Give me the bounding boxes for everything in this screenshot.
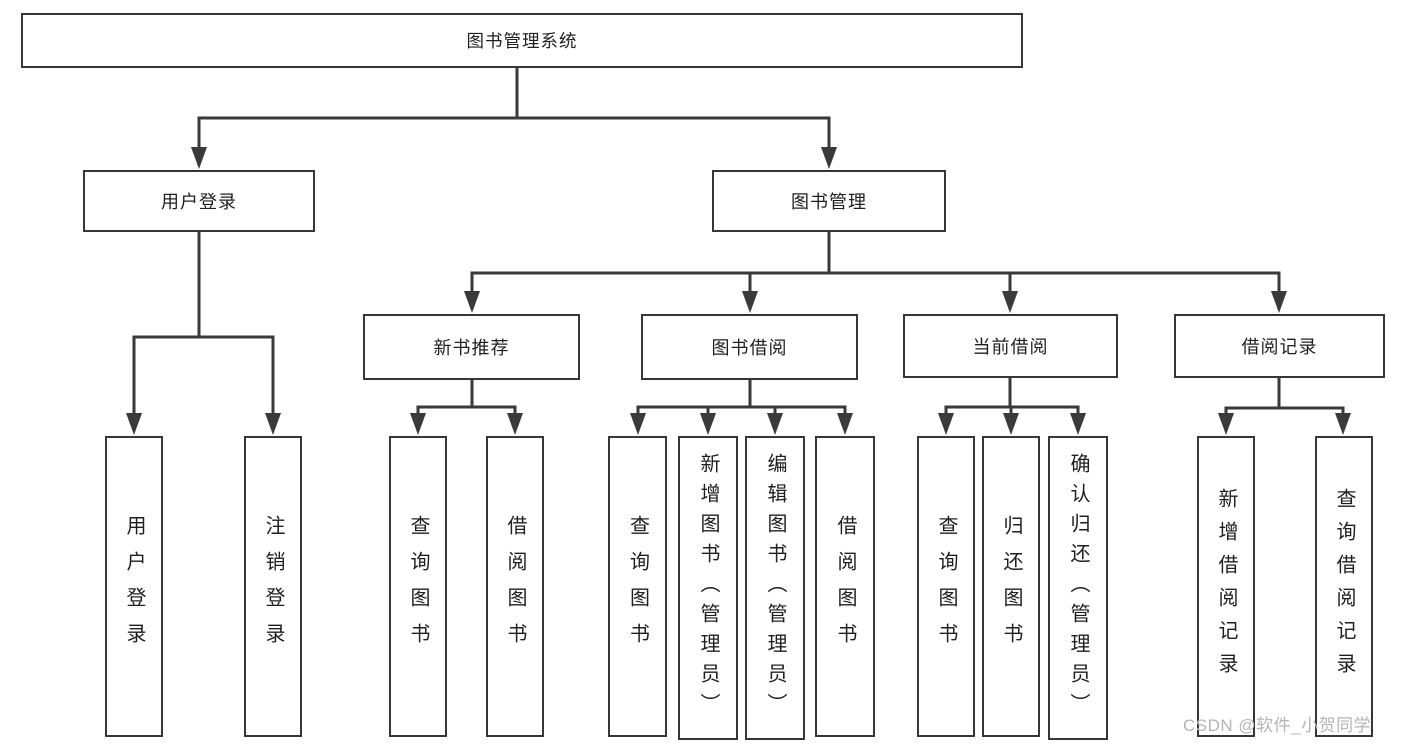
leaf-logout: 注销登录 — [244, 436, 302, 737]
arrowhead — [410, 413, 426, 435]
node-current-borrow: 当前借阅 — [903, 314, 1118, 378]
arrowhead — [1271, 291, 1287, 313]
arrowhead — [1335, 413, 1351, 435]
arrowheads — [126, 147, 1351, 435]
leaf-add-borrow-record-label: 新增借阅记录 — [1215, 487, 1237, 686]
leaf-confirm-return-admin-label: 确认归还（管理员） — [1067, 453, 1089, 723]
arrowhead — [126, 413, 142, 435]
arrowhead — [767, 413, 783, 435]
leaf-add-borrow-record: 新增借阅记录 — [1197, 436, 1255, 737]
leaf-add-book-admin-label: 新增图书（管理员） — [697, 453, 719, 723]
node-root: 图书管理系统 — [21, 13, 1023, 68]
leaf-borrow-book-label: 借阅图书 — [834, 514, 856, 659]
arrowhead — [265, 413, 281, 435]
node-borrow-records: 借阅记录 — [1174, 314, 1385, 378]
leaf-return-book: 归还图书 — [982, 436, 1040, 737]
edge-root-to-level2 — [197, 68, 831, 152]
edge-bookborrow-to-leaves — [636, 379, 847, 418]
node-book-borrow: 图书借阅 — [641, 314, 858, 380]
leaf-borrow-book-recommend: 借阅图书 — [486, 436, 544, 737]
leaf-user-login-label: 用户登录 — [123, 514, 145, 659]
arrowhead — [464, 291, 480, 313]
arrowhead — [191, 147, 207, 169]
node-new-book-recommend: 新书推荐 — [363, 314, 580, 380]
arrowhead — [700, 413, 716, 435]
edge-newbookrec-to-leaves — [416, 379, 517, 418]
leaf-logout-label: 注销登录 — [262, 514, 284, 659]
leaf-query-book-borrow-label: 查询图书 — [626, 514, 649, 659]
node-user-login: 用户登录 — [83, 170, 315, 232]
edge-borrowrecords-to-leaves — [1224, 377, 1345, 418]
arrowhead — [1070, 413, 1086, 435]
edge-userlogin-to-leaves — [132, 231, 275, 418]
arrowhead — [507, 413, 523, 435]
leaf-borrow-book-recommend-label: 借阅图书 — [504, 514, 526, 659]
leaf-query-book-borrow: 查询图书 — [608, 436, 667, 737]
csdn-watermark: CSDN @软件_小贺同学 — [1183, 716, 1372, 735]
arrowhead — [1218, 413, 1234, 435]
node-book-borrow-label: 图书借阅 — [711, 338, 788, 358]
leaf-return-book-label: 归还图书 — [1000, 514, 1022, 659]
leaf-query-book-current-label: 查询图书 — [935, 514, 957, 659]
leaf-edit-book-admin-label: 编辑图书（管理员） — [764, 453, 786, 723]
leaf-query-book-recommend-label: 查询图书 — [407, 514, 429, 659]
leaf-query-borrow-record-label: 查询借阅记录 — [1333, 487, 1355, 686]
arrowhead — [837, 413, 853, 435]
arrowhead — [742, 291, 758, 313]
leaf-query-book-recommend: 查询图书 — [389, 436, 447, 737]
leaf-borrow-book: 借阅图书 — [815, 436, 875, 737]
leaf-user-login: 用户登录 — [105, 436, 163, 737]
arrowhead — [1002, 291, 1018, 313]
node-user-login-label: 用户登录 — [161, 192, 237, 212]
node-borrow-records-label: 借阅记录 — [1241, 337, 1318, 357]
node-book-management: 图书管理 — [712, 170, 946, 232]
edge-bookmgmt-to-level3 — [470, 232, 1281, 296]
leaf-confirm-return-admin: 确认归还（管理员） — [1048, 436, 1108, 740]
leaf-add-book-admin: 新增图书（管理员） — [678, 436, 738, 740]
node-book-management-label: 图书管理 — [791, 192, 867, 212]
arrowhead — [630, 413, 646, 435]
node-current-borrow-label: 当前借阅 — [972, 337, 1049, 357]
arrowhead — [1003, 413, 1019, 435]
edge-currentborrow-to-leaves — [944, 377, 1080, 418]
leaf-query-borrow-record: 查询借阅记录 — [1315, 436, 1373, 737]
node-new-book-recommend-label: 新书推荐 — [433, 338, 510, 358]
node-root-label: 图书管理系统 — [466, 31, 578, 51]
arrowhead — [938, 413, 954, 435]
arrowhead — [821, 147, 837, 169]
leaf-query-book-current: 查询图书 — [917, 436, 975, 737]
leaf-edit-book-admin: 编辑图书（管理员） — [745, 436, 805, 740]
